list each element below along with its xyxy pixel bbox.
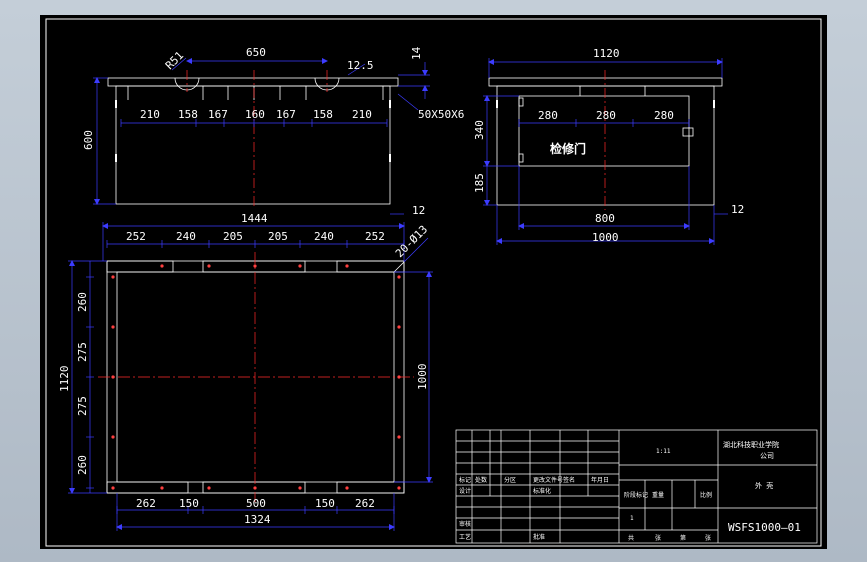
- tb-row-label-2: 处数: [475, 476, 487, 484]
- dim-plan-260-top: 260: [76, 292, 89, 312]
- tb-stage-label: 阶段标记: [624, 491, 648, 499]
- tb-drawing-number: WSFS1000—01: [728, 521, 801, 534]
- dim-side-12: 12: [731, 203, 744, 216]
- front-view-dimensions: [93, 57, 430, 215]
- side-view-labels: 1120 280 280 280 340 185 检修门 800 1000 12: [473, 47, 744, 244]
- plan-view-holes: [111, 264, 401, 490]
- dim-plan-500: 500: [246, 497, 266, 510]
- tb-sheet-1: 共: [628, 534, 634, 542]
- tb-part-name: 外 壳: [755, 481, 773, 490]
- tb-row-label-1: 标记: [459, 476, 471, 484]
- dim-plan-150-right: 150: [315, 497, 335, 510]
- door-label: 检修门: [550, 141, 586, 156]
- tb-role-1: 设计: [459, 487, 471, 495]
- side-view[interactable]: [488, 77, 723, 206]
- dim-front-210-left: 210: [140, 108, 160, 121]
- dim-side-280-right: 280: [654, 109, 674, 122]
- tb-company-sub: 公司: [760, 452, 774, 460]
- dim-plan-150-left: 150: [179, 497, 199, 510]
- tb-scale-label: 比例: [700, 491, 712, 499]
- tb-sheet-3: 第: [680, 534, 686, 542]
- drawing-border: [45, 18, 822, 547]
- tb-row-label-3: 分区: [504, 476, 516, 484]
- paper-background: [40, 15, 827, 549]
- plan-view-centerlines: [98, 252, 414, 502]
- dim-plan-275-lower: 275: [76, 396, 89, 416]
- dim-plan-1120: 1120: [58, 366, 71, 393]
- tb-weight-label: 重量: [652, 491, 664, 499]
- dim-plan-1000: 1000: [416, 364, 429, 391]
- tb-row-label-6: 年月日: [591, 476, 609, 484]
- dim-plan-240-left: 240: [176, 230, 196, 243]
- tb-center-code: 1:11: [656, 448, 671, 455]
- dim-plan-262-right: 262: [355, 497, 375, 510]
- tb-role-4: 工艺: [459, 533, 471, 541]
- dim-front-12: 12: [412, 204, 425, 217]
- tb-row-label-5: 签名: [563, 476, 575, 484]
- dim-side-280-left: 280: [538, 109, 558, 122]
- tb-sheet-2: 张: [655, 534, 661, 542]
- dim-plan-260-bottom: 260: [76, 455, 89, 475]
- tb-role-2: 标准化: [533, 487, 551, 495]
- dim-front-210-right: 210: [352, 108, 372, 121]
- title-block-labels: 标记 处数 分区 更改文件号 签名 年月日 设计 标准化 审核 工艺 批准 1:…: [459, 440, 801, 542]
- dim-front-160: 160: [245, 108, 265, 121]
- dim-front-600: 600: [82, 130, 95, 150]
- dim-side-280-center: 280: [596, 109, 616, 122]
- dim-front-167-right: 167: [276, 108, 296, 121]
- front-view-centerlines: [186, 70, 328, 208]
- dim-plan-205-left: 205: [223, 230, 243, 243]
- dim-front-167-left: 167: [208, 108, 228, 121]
- tb-stage-value: 1: [630, 515, 634, 522]
- dim-side-340: 340: [473, 120, 486, 140]
- dim-side-185: 185: [473, 173, 486, 193]
- dim-plan-1324: 1324: [244, 513, 271, 526]
- dim-front-14: 14: [410, 46, 423, 60]
- dim-side-1000: 1000: [592, 231, 619, 244]
- dim-plan-205-right: 205: [268, 230, 288, 243]
- dim-plan-275-upper: 275: [76, 342, 89, 362]
- tb-company: 湖北科技职业学院: [723, 440, 779, 449]
- dim-plan-1444: 1444: [241, 212, 268, 225]
- tb-role-3: 审核: [459, 520, 471, 528]
- plan-view-dimensions: [68, 222, 433, 531]
- tb-row-label-4: 更改文件号: [533, 476, 563, 484]
- dim-front-158-left: 158: [178, 108, 198, 121]
- dim-plan-240-right: 240: [314, 230, 334, 243]
- front-view[interactable]: [107, 77, 399, 205]
- dim-side-1120: 1120: [593, 47, 620, 60]
- side-view-dimensions: [483, 58, 728, 245]
- dim-plan-252-right: 252: [365, 230, 385, 243]
- dim-front-158-right: 158: [313, 108, 333, 121]
- front-view-labels: 650 210 158 167 160 167 158 210 600 R51 …: [82, 46, 464, 217]
- title-block[interactable]: [455, 429, 818, 544]
- dim-plan-262-left: 262: [136, 497, 156, 510]
- tb-role-5: 批准: [533, 533, 545, 541]
- dim-front-angle: 50X50X6: [418, 108, 464, 121]
- dim-plan-252-left: 252: [126, 230, 146, 243]
- dim-side-800: 800: [595, 212, 615, 225]
- dim-front-12-5: 12.5: [347, 59, 374, 72]
- dim-front-650: 650: [246, 46, 266, 59]
- tb-sheet-4: 张: [705, 534, 711, 542]
